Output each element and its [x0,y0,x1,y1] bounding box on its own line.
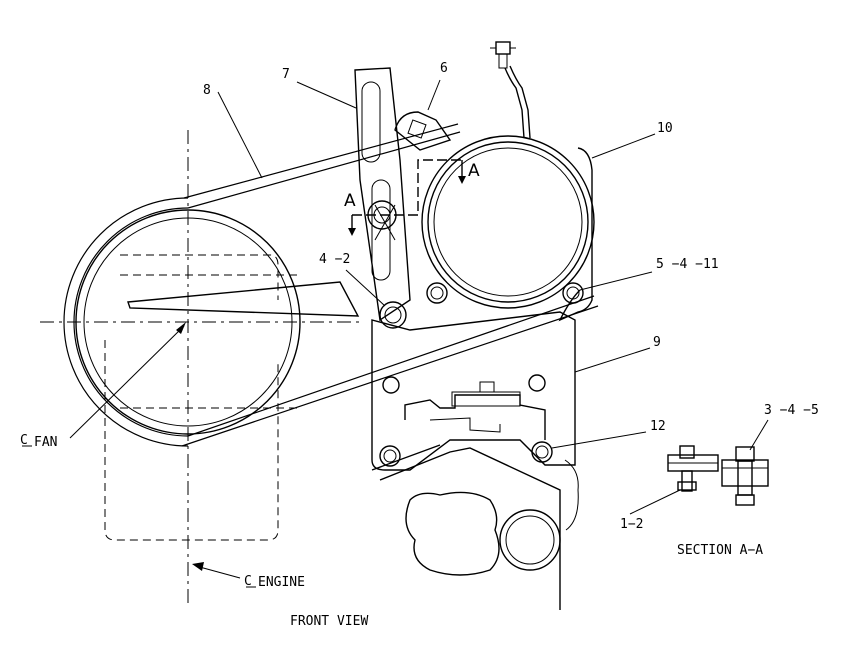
drive-belt [63,123,599,447]
centerline-symbol-engine: C [244,574,256,589]
tensioner [394,111,452,151]
section-title: SECTION A−A [677,543,763,558]
callout-8: 8 [203,83,211,98]
svg-text:C: C [244,574,252,589]
adjusting-bracket [354,67,411,322]
section-mark-right: A [468,161,480,181]
engine-outline [371,444,579,610]
cl-fan-label: FAN [34,435,57,450]
callout-4-2: 4 −2 [319,252,350,267]
callout-9: 9 [653,335,661,350]
callout-5-4-11: 5 −4 −11 [656,257,719,272]
callout-6: 6 [440,61,448,76]
fan-pulley [75,209,301,435]
svg-text:C: C [20,433,28,448]
wire-connector [490,41,531,139]
mounting-bracket [371,311,576,471]
alternator-pulley [421,135,595,309]
mounting-bolts [379,282,584,467]
fan-blade [127,281,360,317]
callout-1-2: 1−2 [620,517,643,532]
cl-engine-label: ENGINE [258,575,305,590]
callout-12: 12 [650,419,666,434]
leader-lines [69,79,769,579]
centerline-symbol-fan: C [20,433,32,448]
callout-7: 7 [282,67,290,82]
tensioner-square [407,119,427,139]
view-title: FRONT VIEW [290,614,368,629]
section-cut-line [348,159,466,236]
alternator-housing [558,147,593,322]
section-a-a-detail [667,445,769,506]
callout-10: 10 [657,121,673,136]
callout-3-4-5: 3 −4 −5 [764,403,819,418]
fan-centerlines [40,130,360,605]
section-mark-left: A [344,191,356,211]
